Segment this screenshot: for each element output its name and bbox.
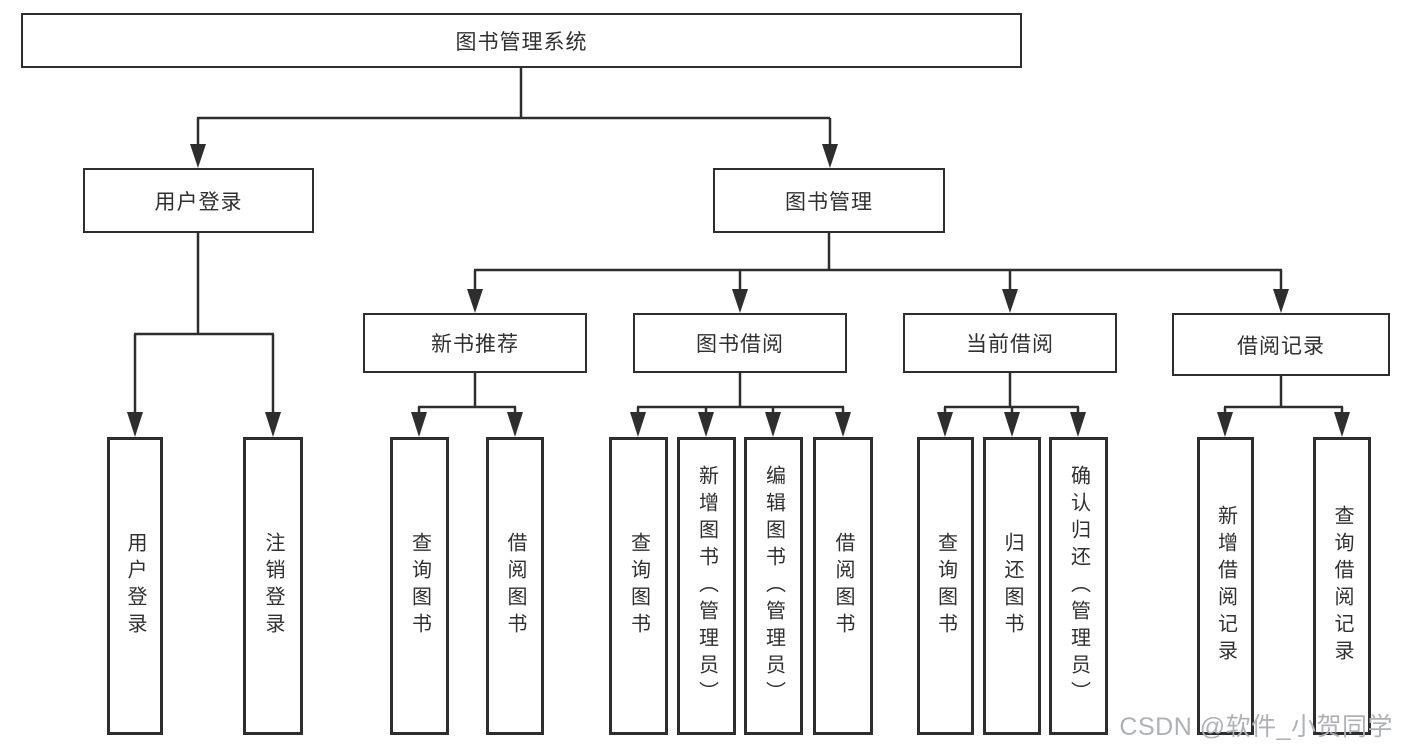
leaf-recommend-query-books-label: 查询图书 xyxy=(408,532,431,640)
leaf-recommend-borrow-books: 借阅图书 xyxy=(486,437,544,735)
leaf-current-return-books-label: 归还图书 xyxy=(1001,532,1023,640)
leaf-user-login-label: 用户登录 xyxy=(124,532,146,640)
leaf-logout-label: 注销登录 xyxy=(262,532,284,640)
leaf-records-query-record: 查询借阅记录 xyxy=(1313,437,1371,735)
leaf-current-query-books-label: 查询图书 xyxy=(934,532,957,640)
node-new-book-recommend: 新书推荐 xyxy=(363,313,587,373)
leaf-borrow-query-books: 查询图书 xyxy=(609,437,668,735)
node-book-borrow: 图书借阅 xyxy=(633,313,847,373)
leaf-records-add-record-label: 新增借阅记录 xyxy=(1214,505,1237,667)
leaf-recommend-borrow-books-label: 借阅图书 xyxy=(504,532,526,640)
leaf-borrow-add-books-admin-label: 新增图书（管理员） xyxy=(695,464,718,708)
leaf-records-query-record-label: 查询借阅记录 xyxy=(1331,505,1353,667)
leaf-borrow-edit-books-admin: 编辑图书（管理员） xyxy=(744,437,803,735)
node-new-book-recommend-label: 新书推荐 xyxy=(431,333,519,356)
leaf-records-add-record: 新增借阅记录 xyxy=(1197,437,1254,735)
leaf-current-query-books: 查询图书 xyxy=(917,437,974,735)
node-borrow-records-label: 借阅记录 xyxy=(1237,334,1325,358)
node-current-borrow: 当前借阅 xyxy=(903,313,1117,373)
node-root: 图书管理系统 xyxy=(21,13,1022,68)
leaf-borrow-edit-books-admin-label: 编辑图书（管理员） xyxy=(762,464,785,708)
node-current-borrow-label: 当前借阅 xyxy=(966,333,1054,356)
watermark: CSDN @软件_小贺同学 xyxy=(1119,713,1393,741)
leaf-user-login: 用户登录 xyxy=(107,437,163,735)
node-book-borrow-label: 图书借阅 xyxy=(696,333,784,356)
leaf-current-confirm-return-admin: 确认归还（管理员） xyxy=(1049,437,1108,735)
node-book-management: 图书管理 xyxy=(713,168,945,233)
leaf-borrow-query-books-label: 查询图书 xyxy=(627,532,650,640)
node-user-login: 用户登录 xyxy=(83,168,314,233)
leaf-borrow-borrow-books: 借阅图书 xyxy=(813,437,873,735)
node-root-label: 图书管理系统 xyxy=(455,30,588,54)
leaf-current-return-books: 归还图书 xyxy=(983,437,1041,735)
node-user-login-label: 用户登录 xyxy=(154,190,243,214)
leaf-recommend-query-books: 查询图书 xyxy=(390,437,449,735)
leaf-logout: 注销登录 xyxy=(243,437,303,735)
leaf-borrow-add-books-admin: 新增图书（管理员） xyxy=(677,437,736,735)
leaf-current-confirm-return-admin-label: 确认归还（管理员） xyxy=(1067,464,1090,708)
leaf-borrow-borrow-books-label: 借阅图书 xyxy=(832,532,854,640)
node-book-management-label: 图书管理 xyxy=(785,190,873,214)
node-borrow-records: 借阅记录 xyxy=(1172,313,1390,376)
